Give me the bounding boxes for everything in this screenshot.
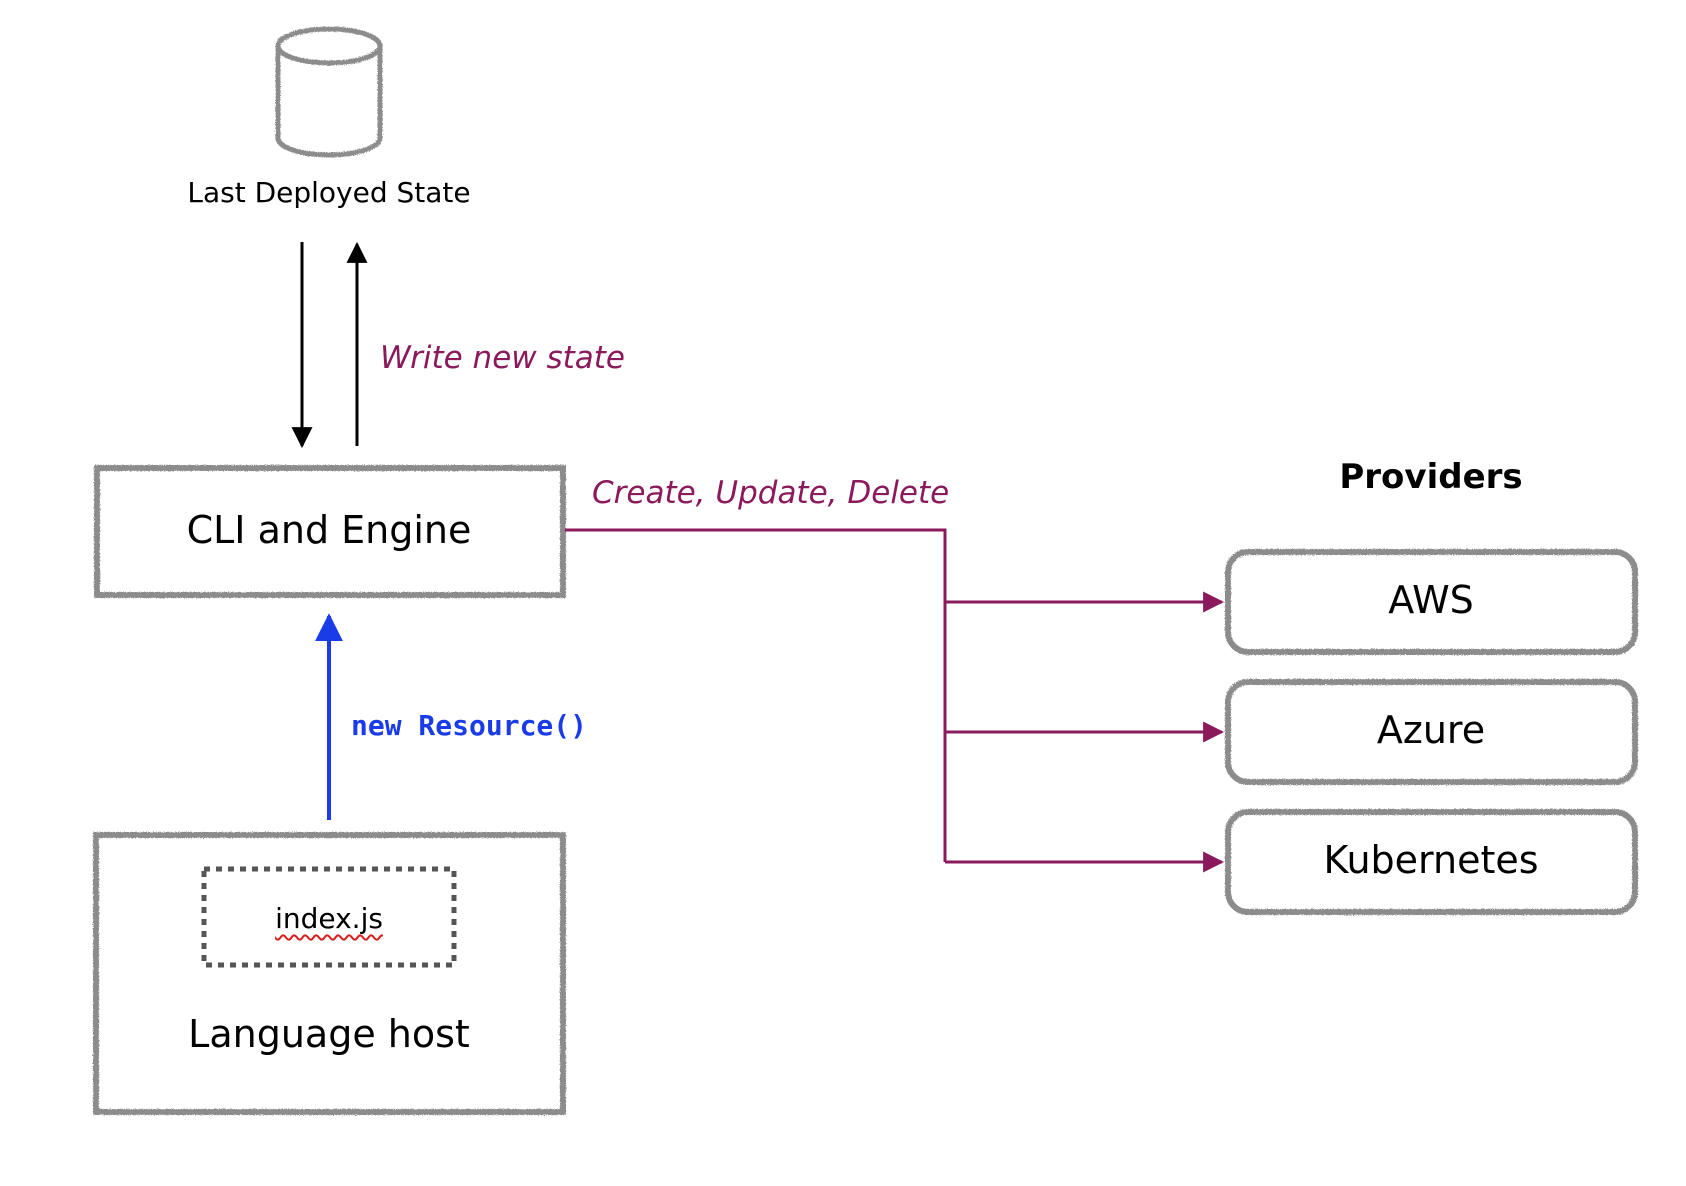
providers-title: Providers	[1339, 457, 1523, 497]
provider-box-kubernetes	[1225, 809, 1638, 915]
provider-label-kubernetes: Kubernetes	[1323, 838, 1539, 882]
language-host-label: Language host	[188, 1012, 470, 1056]
language-host-box	[93, 832, 566, 1115]
new-resource-label: new Resource()	[351, 709, 588, 742]
cli-engine-label: CLI and Engine	[186, 508, 472, 552]
state-store-label: Last Deployed State	[187, 176, 471, 209]
provider-ops-label: Create, Update, Delete	[592, 475, 950, 511]
database-icon	[275, 26, 383, 158]
cli-engine-box	[94, 465, 566, 598]
provider-label-azure: Azure	[1376, 708, 1486, 752]
program-file-box	[201, 866, 457, 968]
provider-box-aws	[1225, 549, 1638, 655]
program-file-label: index.js	[275, 902, 383, 935]
provider-connector	[565, 528, 947, 862]
write-state-label: Write new state	[380, 340, 626, 376]
provider-box-azure	[1225, 679, 1638, 785]
provider-label-aws: AWS	[1388, 578, 1474, 622]
